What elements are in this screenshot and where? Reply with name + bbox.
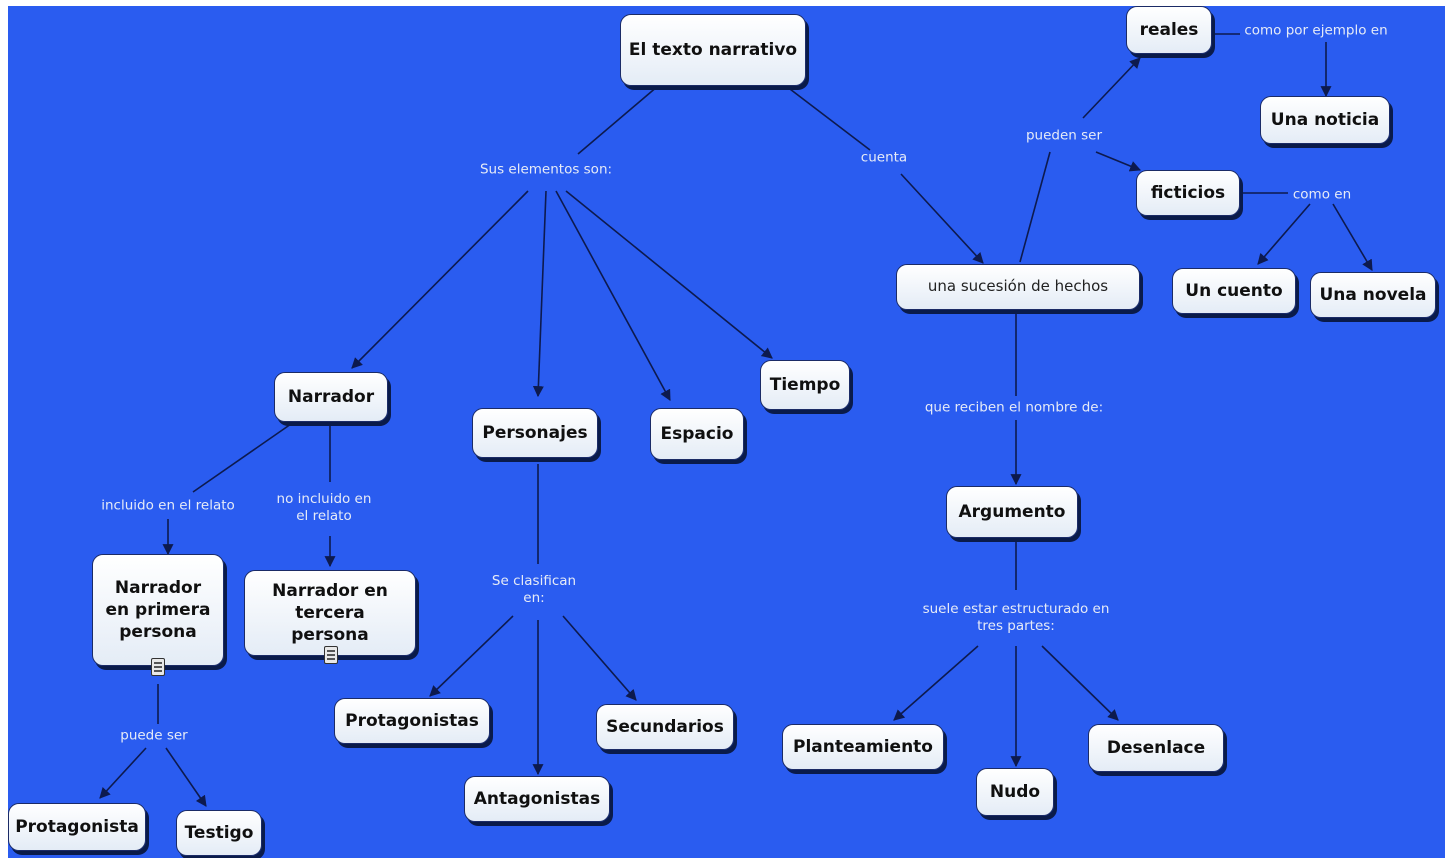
node-planteamiento[interactable]: Planteamiento — [782, 724, 944, 770]
node-testigo[interactable]: Testigo — [176, 810, 262, 856]
document-icon[interactable] — [324, 646, 338, 664]
document-icon[interactable] — [151, 658, 165, 676]
link — [99, 747, 147, 799]
link-label-incluido: incluido en el relato — [101, 497, 235, 514]
node-narrador[interactable]: Narrador — [274, 372, 388, 422]
node-una-noticia[interactable]: Una noticia — [1260, 96, 1390, 144]
link — [532, 190, 547, 398]
node-protagonistas[interactable]: Protagonistas — [334, 698, 490, 744]
node-desenlace[interactable]: Desenlace — [1088, 724, 1224, 772]
link — [900, 173, 984, 264]
link — [429, 615, 514, 697]
link — [1082, 57, 1141, 119]
link — [1257, 203, 1311, 265]
node-una-novela[interactable]: Una novela — [1310, 272, 1436, 318]
link-label-puede-ser: puede ser — [120, 727, 188, 744]
concept-map: El texto narrativo Narrador Personajes E… — [8, 6, 1445, 858]
link-label-como-por-ejemplo: como por ejemplo en — [1244, 22, 1388, 39]
link — [165, 747, 207, 807]
node-narrador-tercera[interactable]: Narrador en tercera persona — [244, 570, 416, 656]
link — [1019, 151, 1051, 263]
link — [565, 190, 773, 359]
link — [577, 85, 659, 155]
node-narrador-primera[interactable]: Narrador en primera persona — [92, 554, 224, 666]
node-un-cuento[interactable]: Un cuento — [1172, 268, 1296, 314]
link — [893, 645, 979, 721]
node-protagonista[interactable]: Protagonista — [8, 803, 146, 851]
link-label-se-clasifican: Se clasifican en: — [491, 573, 577, 606]
node-antagonistas[interactable]: Antagonistas — [464, 776, 610, 822]
node-sucesion-de-hechos[interactable]: una sucesión de hechos — [896, 264, 1140, 310]
link-label-cuenta: cuenta — [860, 149, 908, 166]
node-nudo[interactable]: Nudo — [976, 768, 1054, 816]
link — [351, 190, 529, 369]
node-secundarios[interactable]: Secundarios — [596, 704, 734, 750]
link-label-suele-estar: suele estar estructurado en tres partes: — [922, 601, 1110, 634]
node-tiempo[interactable]: Tiempo — [760, 360, 850, 410]
link — [192, 423, 292, 493]
link — [1095, 151, 1142, 172]
link — [555, 190, 671, 401]
node-espacio[interactable]: Espacio — [650, 408, 744, 460]
link-label-no-incluido: no incluido en el relato — [276, 491, 372, 524]
node-texto-narrativo[interactable]: El texto narrativo — [620, 14, 806, 86]
link — [562, 615, 637, 701]
link-label-como-en: como en — [1292, 186, 1352, 203]
concept-links — [99, 33, 1373, 807]
node-argumento[interactable]: Argumento — [946, 486, 1078, 538]
link-label-sus-elementos: Sus elementos son: — [479, 161, 613, 178]
link-label-pueden-ser: pueden ser — [1025, 127, 1103, 144]
node-personajes[interactable]: Personajes — [472, 408, 598, 458]
link — [1332, 203, 1373, 271]
link-label-reciben: que reciben el nombre de: — [924, 399, 1104, 416]
node-reales[interactable]: reales — [1126, 6, 1212, 54]
link — [785, 85, 871, 151]
link — [1041, 645, 1119, 721]
node-ficticios[interactable]: ficticios — [1136, 170, 1240, 216]
